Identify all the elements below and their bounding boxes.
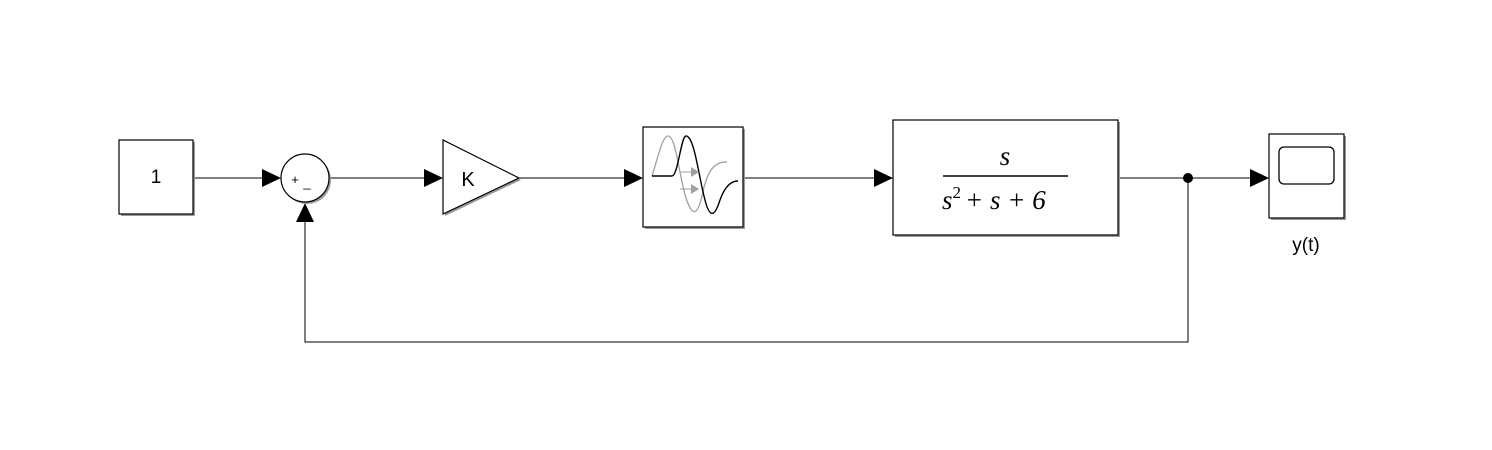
gain-block[interactable]: K (442, 139, 521, 216)
tf-denominator: s2+ s + 6 (942, 183, 1046, 215)
arrowhead-gain-input (424, 169, 443, 187)
arrowhead-scope-input (1250, 169, 1269, 187)
signal-feedback[interactable] (304, 178, 1189, 343)
arrowhead-sum-input (262, 169, 281, 187)
constant-block[interactable]: 1 (118, 139, 195, 216)
transport-delay-icon (651, 135, 739, 215)
arrowhead-tf-input (874, 169, 893, 187)
tf-denominator-rest: + s + 6 (965, 185, 1046, 215)
sum-sign-minus: _ (302, 175, 311, 190)
tf-numerator: s (1000, 141, 1011, 171)
scope-block[interactable]: y(t) (1268, 133, 1346, 256)
constant-value: 1 (151, 167, 162, 188)
scope-screen-icon (1278, 146, 1335, 185)
tf-denominator-base: s (942, 185, 953, 215)
arrowhead-delay-input (624, 169, 643, 187)
tf-denominator-exponent: 2 (953, 183, 962, 202)
transfer-fcn-block[interactable]: s s2+ s + 6 (892, 119, 1120, 237)
scope-label: y(t) (1292, 235, 1319, 256)
sum-sign-plus: + (291, 172, 299, 187)
arrowhead-sum-feedback (296, 203, 314, 222)
gain-value: K (461, 169, 475, 191)
transport-delay-block[interactable] (642, 126, 745, 229)
sum-block[interactable]: + _ (280, 153, 331, 204)
signal-lines (193, 169, 1269, 343)
